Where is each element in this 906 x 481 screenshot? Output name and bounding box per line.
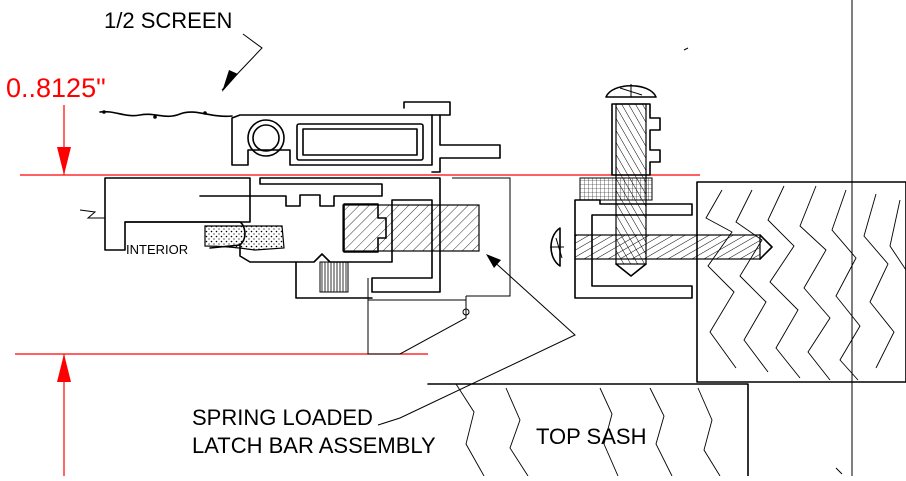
dimension-lines: [15, 105, 700, 476]
latch-leader-arrow: [486, 254, 501, 268]
stray-mark-2: [835, 467, 843, 475]
top-sash-label: TOP SASH: [536, 424, 646, 449]
dimension-arrow-up: [57, 354, 71, 382]
top-sash: [427, 383, 749, 477]
screen-mesh: [99, 110, 233, 118]
screen-label: 1/2 SCREEN: [104, 8, 232, 33]
latch-bar: [342, 204, 480, 252]
screw-clip: [550, 199, 773, 299]
grid-block: [579, 177, 653, 201]
dimension-label: 0..8125": [6, 73, 106, 103]
interior-sill: [79, 177, 285, 251]
latch-housing: [367, 177, 511, 355]
latch-label-line2: LATCH BAR ASSEMBLY: [192, 433, 436, 458]
latch-label-line1: SPRING LOADED: [192, 405, 373, 430]
screen-frame-extrusion: [231, 101, 501, 173]
wood-frame-block: [696, 181, 906, 383]
dimension-arrow-down: [57, 147, 71, 175]
latch-leader: [377, 257, 576, 426]
spring-coil: [319, 261, 349, 293]
screen-leader-arrow: [222, 70, 238, 92]
stray-mark: [683, 47, 689, 51]
interior-label: INTERIOR: [126, 242, 188, 257]
